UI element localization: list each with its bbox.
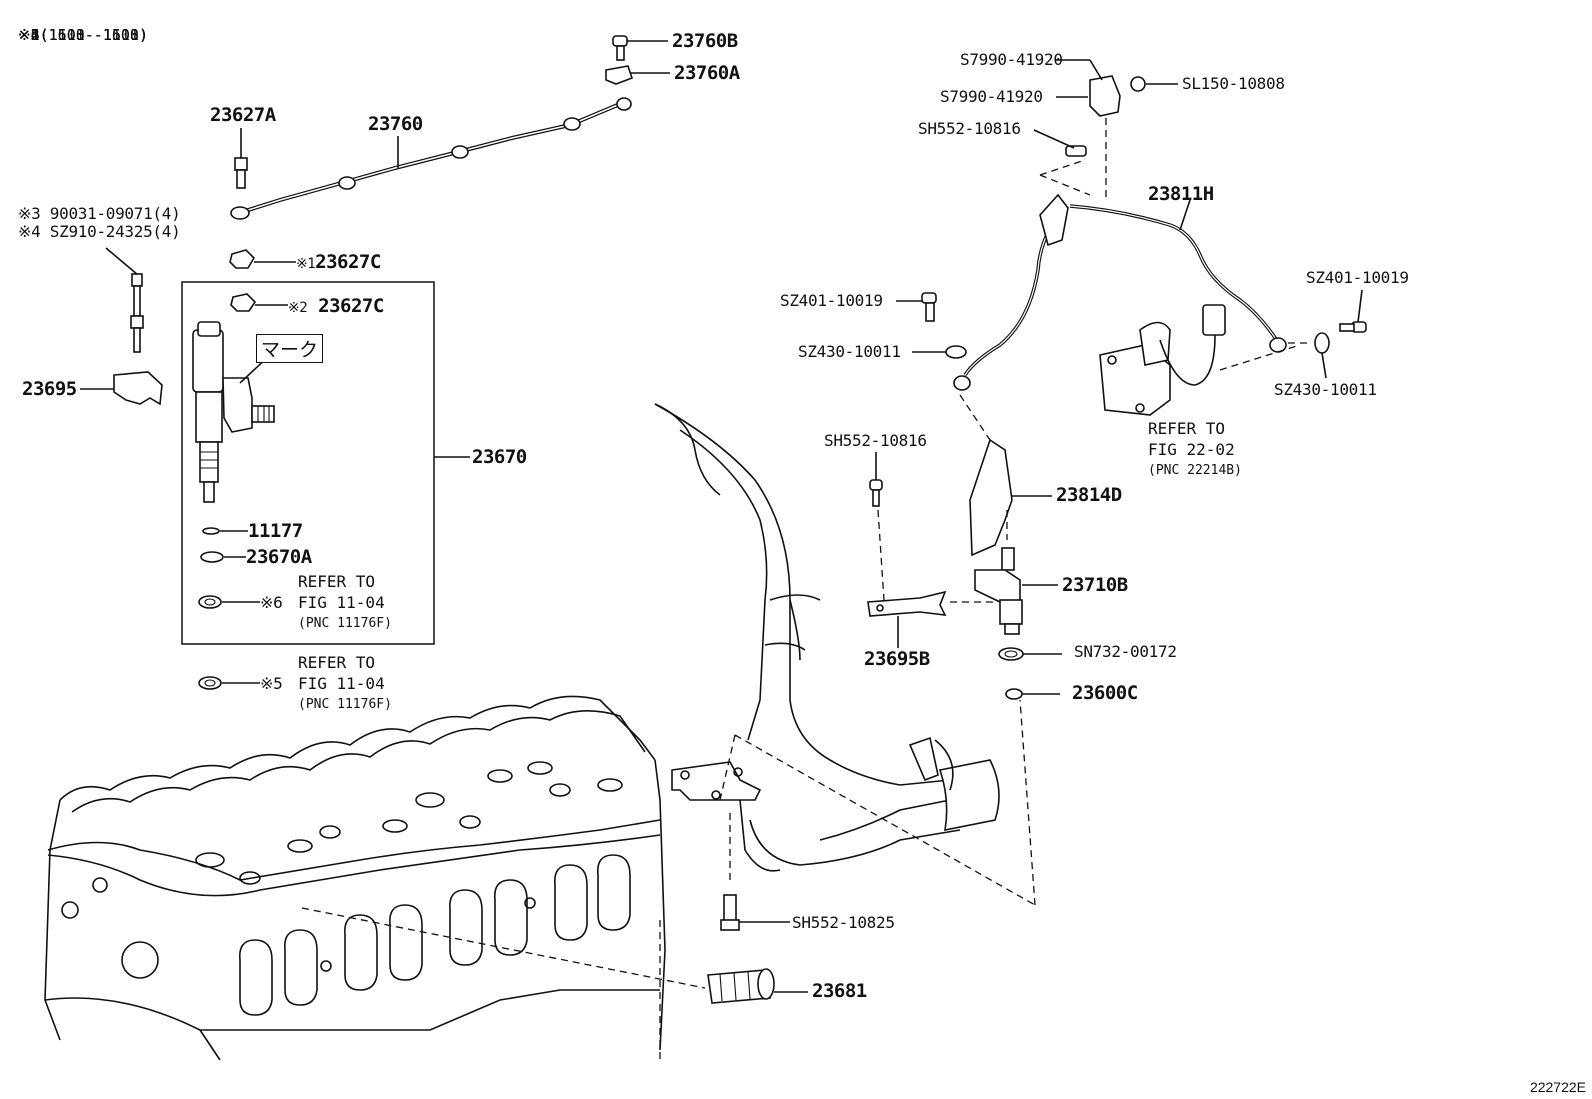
cylinder-head-icon [44,695,666,1061]
clip-S7990-icon [1089,75,1121,117]
bolt-SH552-10825-icon [723,894,737,924]
intake-pipe-icon [654,403,1000,872]
part-SL150-label[interactable]: SL150-10808 [1182,74,1285,93]
part-11177-label[interactable]: 11177 [248,520,303,542]
bolt-23627A-icon [234,157,248,171]
bolt-23760B-icon [612,35,628,47]
ref-5-mark: ※5 [260,674,283,693]
cover-23814D-icon [969,438,1013,557]
part-23600C-label[interactable]: 23600C [1072,682,1138,704]
gasket-23760A-icon [605,65,634,85]
part-S7990-b-label[interactable]: S7990-41920 [940,87,1043,106]
bolt-90031-icon [131,273,143,287]
bolt-SH552-10816-a-icon [1065,145,1087,157]
clamp-23627C-2-icon [230,293,257,312]
oring-23670A-icon [200,551,224,563]
shim-11177-icon [202,527,220,535]
part-SZ401-b-label[interactable]: SZ401-10019 [1306,268,1409,287]
clamp-23695-icon [113,371,163,406]
footnote-4: ※4(1501- ) [18,26,148,44]
washer-SZ430-a-icon [945,345,967,359]
part-SZ430-b-label[interactable]: SZ430-10011 [1274,380,1377,399]
leakoff-pipe-23760 [241,102,621,214]
part-23760A-label[interactable]: 23760A [674,62,740,84]
part-SZ430-a-label[interactable]: SZ430-10011 [798,342,901,361]
part-90031-label[interactable]: ※3 90031-09071(4) [18,204,181,223]
nut-SL150-icon [1130,76,1146,92]
footnote-1: ※1( -1110) [18,26,148,44]
part-23670-label[interactable]: 23670 [472,446,527,468]
part-S7990-a-label[interactable]: S7990-41920 [960,50,1063,69]
footnote-5: ※5( -1608) [18,26,148,44]
ref-6-mark: ※6 [260,593,283,612]
part-SH552-10816-b-label[interactable]: SH552-10816 [824,431,927,450]
part-23695-label[interactable]: 23695 [22,378,77,400]
sensor-23710B-icon [974,547,1023,635]
part-23627A-label[interactable]: 23627A [210,104,276,126]
sensor-assembly-icon [1099,304,1226,416]
refer-fig-22-02[interactable]: REFER TO FIG 22-02 (PNC 22214B) [1148,419,1242,478]
bolt-SH552-10816-b-icon [869,479,883,491]
figure-id: 222722E [1529,1079,1586,1095]
part-23760B-label[interactable]: 23760B [672,30,738,52]
part-23695B-label[interactable]: 23695B [864,648,930,670]
part-SZ910-label[interactable]: ※4 SZ910-24325(4) [18,222,181,241]
part-23627C-2-label[interactable]: ※2 23627C [288,295,384,317]
part-23670A-label[interactable]: 23670A [246,546,312,568]
bolt-SZ401-a-icon [921,292,937,304]
part-SH552-10816-a-label[interactable]: SH552-10816 [918,119,1021,138]
refer-fig-11-04-b[interactable]: REFER TO FIG 11-04 (PNC 11176F) [298,653,392,712]
part-23710B-label[interactable]: 23710B [1062,574,1128,596]
part-23627C-1-label[interactable]: ※123627C [296,251,381,273]
gasket-23600C-icon [1005,688,1023,700]
part-23811H-label[interactable]: 23811H [1148,183,1214,205]
washer-SN732-icon [998,647,1024,661]
washer-SZ430-b-icon [1314,332,1330,354]
washer-5-icon [198,676,222,690]
part-23760-label[interactable]: 23760 [368,113,423,135]
footnote-2: ※2(1110- ) [18,26,148,44]
mark-label: マーク [256,334,324,363]
washer-6-icon [198,595,222,609]
clamp-23627C-1-icon [229,249,256,269]
part-SN732-label[interactable]: SN732-00172 [1074,642,1177,661]
part-SZ401-a-label[interactable]: SZ401-10019 [780,291,883,310]
part-SH552-10825-label[interactable]: SH552-10825 [792,913,895,932]
injector-group-box [181,281,435,645]
injector-icon [192,321,275,503]
footnote-6: ※6(1608- ) [18,26,148,44]
part-23681-label[interactable]: 23681 [812,980,867,1002]
refer-fig-11-04-a[interactable]: REFER TO FIG 11-04 (PNC 11176F) [298,572,392,631]
footnote-3: ※3( -1501) [18,26,148,44]
part-23814D-label[interactable]: 23814D [1056,484,1122,506]
bracket-23695B-icon [867,590,947,617]
